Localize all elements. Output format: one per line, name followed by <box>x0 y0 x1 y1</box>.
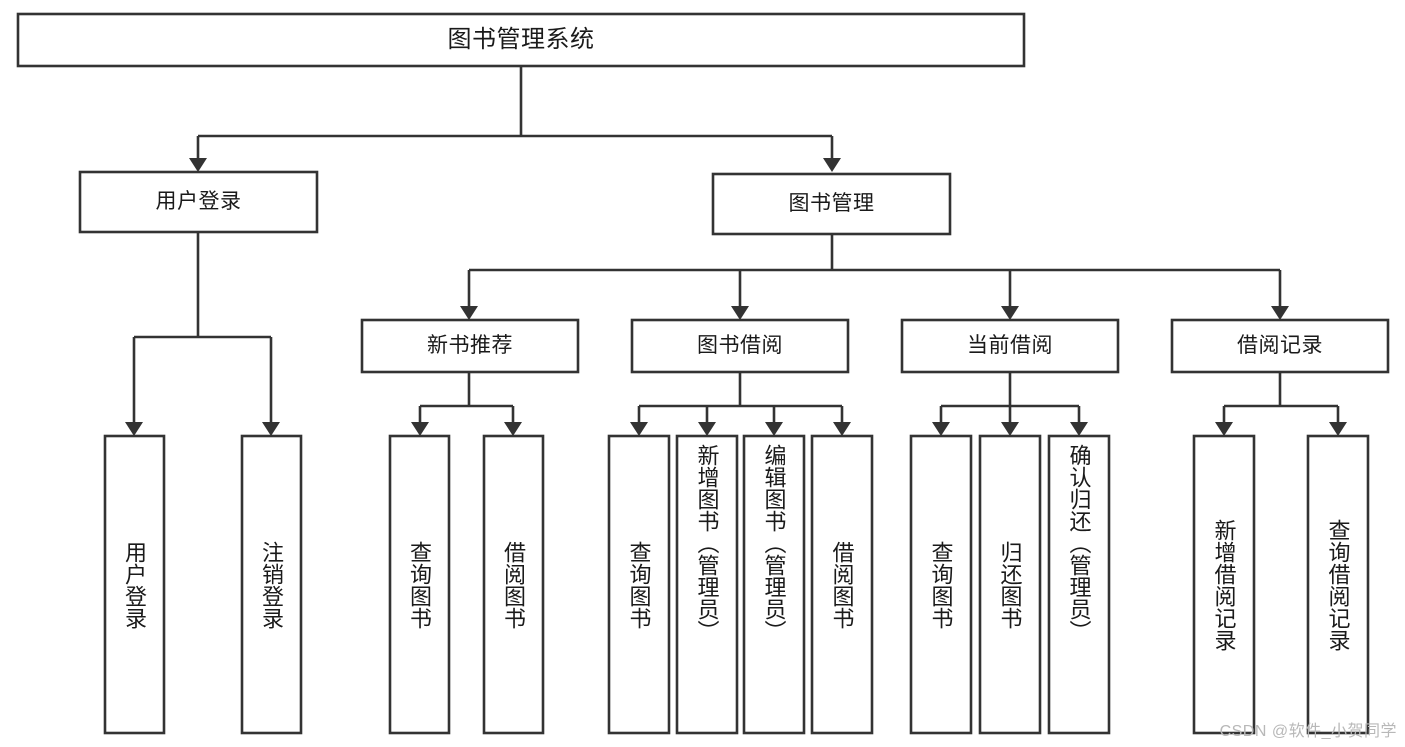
arrow-to-borrow-records <box>1271 306 1289 320</box>
node-box-leaf-query-record[interactable] <box>1306 434 1370 735</box>
arrow-leaf-query-record <box>1329 422 1347 436</box>
node-box-leaf-query-book-2[interactable] <box>607 434 671 735</box>
arrow-to-user-login <box>189 158 207 172</box>
node-box-leaf-borrow-book-2[interactable] <box>810 434 874 735</box>
arrow-leaf-borrow-book-1 <box>504 422 522 436</box>
node-box-user-login[interactable] <box>78 170 319 234</box>
arrow-leaf-add-book <box>698 422 716 436</box>
node-box-leaf-borrow-book-1[interactable] <box>482 434 545 735</box>
arrow-leaf-user-logout <box>262 422 280 436</box>
node-box-leaf-confirm-return[interactable] <box>1047 434 1111 735</box>
arrow-leaf-confirm-return <box>1070 422 1088 436</box>
node-box-leaf-query-book-3[interactable] <box>909 434 973 735</box>
node-box-root[interactable] <box>16 12 1026 68</box>
arrow-leaf-return-book <box>1001 422 1019 436</box>
node-box-leaf-user-logout[interactable] <box>240 434 303 735</box>
arrow-to-book-management <box>823 158 841 172</box>
arrow-leaf-query-book-2 <box>630 422 648 436</box>
node-box-leaf-add-record[interactable] <box>1192 434 1256 735</box>
connector-group <box>125 66 1347 436</box>
arrow-leaf-edit-book <box>765 422 783 436</box>
node-box-borrow-records[interactable] <box>1170 318 1390 374</box>
arrow-leaf-query-book-3 <box>932 422 950 436</box>
node-box-group <box>16 12 1390 735</box>
arrow-to-current-borrow <box>1001 306 1019 320</box>
arrow-leaf-user-login <box>125 422 143 436</box>
node-box-current-borrow[interactable] <box>900 318 1120 374</box>
node-box-leaf-add-book[interactable] <box>675 434 739 735</box>
node-box-leaf-return-book[interactable] <box>978 434 1042 735</box>
arrow-to-book-borrow <box>731 306 749 320</box>
arrow-leaf-add-record <box>1215 422 1233 436</box>
node-box-new-book-recommend[interactable] <box>360 318 580 374</box>
node-box-book-borrow[interactable] <box>630 318 850 374</box>
node-box-leaf-edit-book[interactable] <box>742 434 806 735</box>
node-box-book-management[interactable] <box>711 172 952 236</box>
arrow-leaf-borrow-book-2 <box>833 422 851 436</box>
node-box-leaf-query-book-1[interactable] <box>388 434 451 735</box>
arrow-to-new-book-recommend <box>460 306 478 320</box>
node-box-leaf-user-login[interactable] <box>103 434 166 735</box>
arrow-leaf-query-book-1 <box>411 422 429 436</box>
